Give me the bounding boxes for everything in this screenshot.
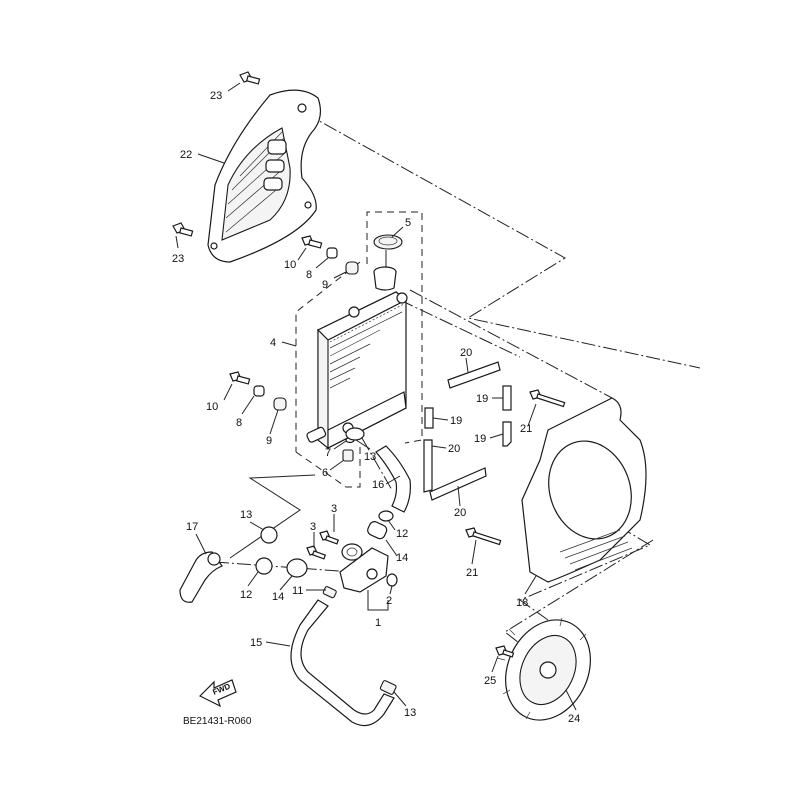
callout-11: 11 [292,585,303,597]
part-16-hose[interactable] [375,445,411,513]
part-19-pad-a[interactable] [502,385,512,411]
radiator-group-box-left [295,261,361,452]
callout-14: 14 [396,552,408,564]
part-3-bolt-b[interactable] [306,545,327,560]
callout-13: 13 [364,451,376,463]
part-15-hose[interactable] [290,599,395,727]
callout-20: 20 [454,507,466,519]
part-21-bolt-lower[interactable] [465,527,502,546]
callout-15: 15 [250,637,262,649]
group-boxes [295,211,423,488]
callout-labels: 23 22 23 5 10 8 9 4 10 8 9 7 6 13 16 20 … [172,90,580,725]
callout-7: 7 [325,447,331,459]
part-13-clamp-upper[interactable] [345,427,365,441]
callout-14: 14 [272,591,284,603]
lower-mount-hardware[interactable] [229,371,287,411]
part-19-pad-b[interactable] [424,407,434,429]
part-13-clamp-mid[interactable] [260,526,278,544]
part-24-fan[interactable] [490,606,606,734]
callout-17: 17 [186,521,198,533]
callout-25: 25 [484,675,496,687]
callout-22: 22 [180,149,192,161]
callout-21: 21 [466,567,478,579]
callout-9: 9 [266,435,272,447]
callout-23: 23 [210,90,222,102]
callout-18: 18 [516,597,528,609]
part-14-clamp-left[interactable] [286,558,308,578]
callout-5: 5 [405,217,411,229]
part-22-shroud[interactable] [207,89,322,263]
radiator-mount-line [409,289,613,399]
part-14-collar-upper[interactable] [366,520,388,540]
callout-leaders [175,82,577,711]
part-12-clamp-upper[interactable] [378,510,394,522]
callout-1: 1 [375,617,381,629]
part-5-radiator-cap[interactable] [373,234,403,291]
callout-16: 16 [372,479,384,491]
callout-13: 13 [404,707,416,719]
part-21-bolt-upper[interactable] [529,389,566,408]
callout-19: 19 [476,393,488,405]
callout-13: 13 [240,509,252,521]
part-18-fan-cover[interactable] [521,397,647,583]
callout-12: 12 [240,589,252,601]
callout-6: 6 [322,467,328,479]
clamp-axis-line [214,561,353,573]
callout-9: 9 [322,279,328,291]
shroud-to-cover-line [304,112,701,369]
callout-8: 8 [306,269,312,281]
part-17-hose[interactable] [179,551,223,603]
upper-mount-hardware[interactable] [301,235,359,275]
part-2-o-ring[interactable] [386,573,398,587]
callout-3: 3 [310,521,316,533]
radiator-group-box-bottom [295,445,361,488]
part-25-bolt[interactable] [495,645,515,658]
part-23-bolt-left[interactable] [172,222,194,237]
callout-20: 20 [460,347,472,359]
radiator-to-bracket-line [399,299,521,358]
callout-10: 10 [284,259,296,271]
part-13-clamp-lower[interactable] [379,680,397,695]
part-6-drain-bolt[interactable] [342,449,354,462]
callout-20: 20 [448,443,460,455]
callout-2: 2 [386,595,392,607]
callout-24: 24 [568,713,580,725]
part-4-radiator[interactable] [306,291,408,450]
diagram-code: BE21431-R060 [183,716,252,727]
part-20-pad-b[interactable] [423,439,487,501]
callout-3: 3 [331,503,337,515]
callout-12: 12 [396,528,408,540]
cap-group-box [366,211,423,444]
callout-8: 8 [236,417,242,429]
callout-21: 21 [520,423,532,435]
callout-19: 19 [474,433,486,445]
part-23-bolt-top[interactable] [239,71,261,85]
part-1-joint-assembly[interactable] [339,543,389,593]
part-20-pad-a[interactable] [447,361,501,389]
part-19-pad-c[interactable] [502,421,512,447]
part-12-clamp-left[interactable] [255,557,273,575]
callout-4: 4 [270,337,276,349]
part-11-clip[interactable] [322,586,337,599]
part-3-bolt-a[interactable] [319,530,340,545]
callout-19: 19 [450,415,462,427]
callout-23: 23 [172,253,184,265]
callout-10: 10 [206,401,218,413]
fwd-arrow-icon: FWD [198,679,237,708]
